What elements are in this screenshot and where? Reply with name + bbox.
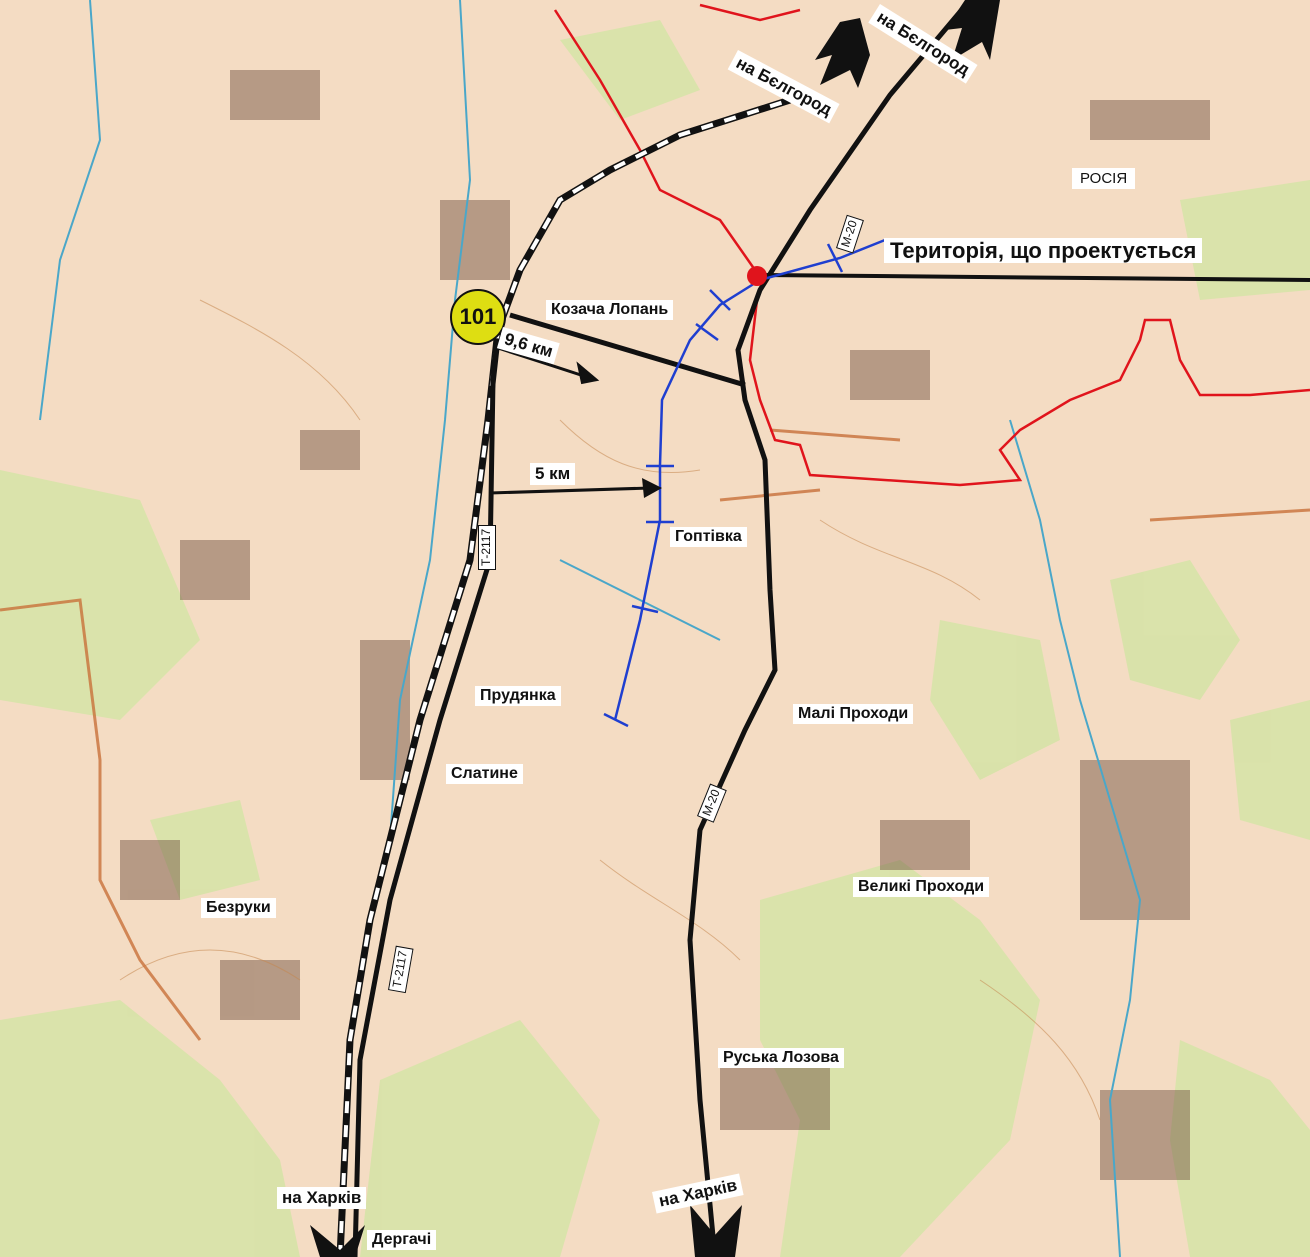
place-goptivka: Гоптівка: [670, 527, 747, 548]
arrowhead-icon: [815, 18, 870, 88]
direction-label-kharkiv-left: на Харків: [277, 1187, 367, 1209]
country-label: РОСІЯ: [1072, 168, 1136, 190]
settlement-blocks: [120, 70, 1210, 1180]
place-velyki-prokhody: Великі Проходи: [853, 877, 990, 898]
place-ruska-lozova: Руська Лозова: [718, 1048, 844, 1069]
state-border: [553, 3, 1310, 487]
place-mali-prokhody: Малі Проходи: [793, 704, 914, 725]
road-t2117: [352, 339, 500, 1257]
road-m20: [687, 0, 972, 1257]
place-bezruky: Безруки: [201, 898, 276, 919]
distance-label-2: 5 км: [530, 463, 576, 485]
project-leader-line: [759, 273, 1310, 282]
forest-areas: [0, 20, 1310, 1257]
place-kozacha-lopan: Козача Лопань: [546, 300, 674, 321]
place-slatyne: Слатине: [446, 764, 523, 785]
marker-101: 101: [450, 289, 506, 345]
distance-arrows: [489, 346, 662, 498]
place-prudyanka: Прудянка: [475, 686, 561, 707]
road-sign-t2117-a: Т-2117: [478, 524, 496, 570]
contour-lines: [119, 299, 1101, 1121]
arrowhead-icon: [945, 0, 1000, 60]
arrowhead-icon: [310, 1225, 365, 1257]
project-territory-label: Територія, що проектується: [884, 238, 1203, 264]
place-dergachi: Дергачі: [367, 1230, 437, 1251]
direction-arrows: [310, 0, 1000, 1257]
rivers: [39, 0, 1142, 1257]
project-line: [603, 238, 886, 728]
red-dot-icon: [747, 266, 767, 286]
arrowhead-icon: [690, 1205, 742, 1257]
connector-road: [509, 312, 746, 388]
regional-roads: [0, 428, 1310, 1041]
